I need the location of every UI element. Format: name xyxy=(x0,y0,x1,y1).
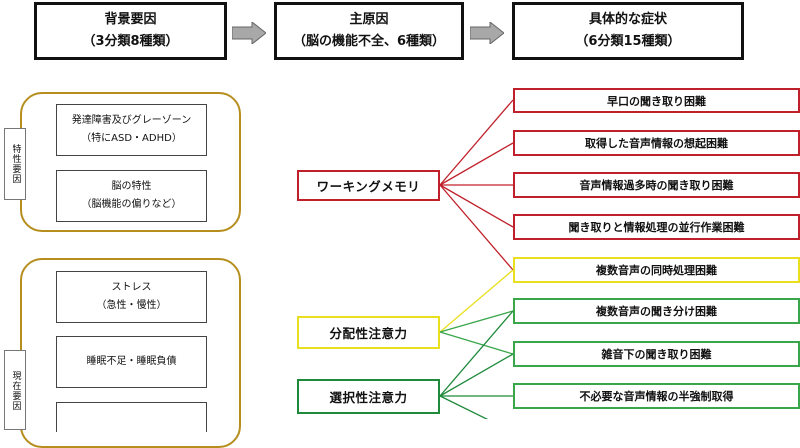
current-factors-tab: 現在要因 xyxy=(4,350,26,430)
factor-line2: （急性・慢性） xyxy=(96,300,167,311)
memory-connectors xyxy=(439,99,514,271)
header-background-title: 背景要因 xyxy=(104,12,157,27)
connector-lines xyxy=(439,99,514,419)
divided-green-connectors xyxy=(439,310,514,355)
symptom-item: 取得した音声情報の想起困難 xyxy=(513,130,800,156)
connector-memory-1 xyxy=(439,99,514,186)
connector-memory-4 xyxy=(439,184,514,228)
factor-line2: （特にASD・ADHD） xyxy=(81,133,182,144)
symptom-label: 不必要な音声情報の半強制取得 xyxy=(579,390,734,403)
connector-divided-2 xyxy=(439,310,514,333)
connector-memory-2 xyxy=(439,142,514,186)
cause-label: 選択性注意力 xyxy=(329,390,408,405)
symptom-label: 聞き取りと情報処理の並行作業困難 xyxy=(568,221,745,234)
trait-factors-tab: 特性要因 xyxy=(4,128,26,200)
header-symptoms: 具体的な症状 （6分類15種類） xyxy=(512,2,744,60)
connector-selective-4 xyxy=(439,395,489,419)
symptom-item: 早口の聞き取り困難 xyxy=(513,88,800,113)
connector-selective-1 xyxy=(439,310,514,397)
factor-line1: ストレス xyxy=(111,282,152,293)
symptom-item: 音声情報過多時の聞き取り困難 xyxy=(513,172,800,198)
factor-line2: （脳機能の偏りなど） xyxy=(81,199,182,210)
right-arrow-icon xyxy=(232,22,266,44)
cause-divided-attention: 分配性注意力 xyxy=(297,316,440,349)
header-background-subtitle: （3分類8種類） xyxy=(82,34,179,49)
current-factors-tab-label: 現在要因 xyxy=(10,371,21,411)
connector-memory-5 xyxy=(439,184,514,271)
header-main-cause-subtitle: （脳の機能不全、6種類） xyxy=(292,34,446,49)
trait-factors-tab-label: 特性要因 xyxy=(10,144,21,184)
selective-connectors xyxy=(439,310,514,419)
divided-connectors xyxy=(439,269,514,333)
header-background-factors: 背景要因 （3分類8種類） xyxy=(34,2,227,60)
cause-label: ワーキングメモリ xyxy=(316,179,421,194)
connector-divided-3 xyxy=(439,331,514,355)
factor-sleep-deprivation: 睡眠不足・睡眠負債 xyxy=(56,336,207,388)
symptom-label: 複数音声の聞き分け困難 xyxy=(596,305,717,318)
symptom-item: 複数音声の聞き分け困難 xyxy=(513,298,800,324)
symptom-label: 音声情報過多時の聞き取り困難 xyxy=(579,179,734,192)
connector-selective-2 xyxy=(439,353,514,397)
header-symptoms-title: 具体的な症状 xyxy=(588,12,667,27)
factor-line1: 睡眠不足・睡眠負債 xyxy=(86,356,177,367)
header-symptoms-subtitle: （6分類15種類） xyxy=(575,34,681,49)
cause-working-memory: ワーキングメモリ xyxy=(297,170,440,201)
factor-line1: 脳の特性 xyxy=(111,181,152,192)
factor-brain-traits: 脳の特性 （脳機能の偏りなど） xyxy=(56,170,207,222)
symptom-item: 雑音下の聞き取り困難 xyxy=(513,341,800,367)
factor-developmental-disorder: 発達障害及びグレーゾーン （特にASD・ADHD） xyxy=(56,104,207,156)
cause-label: 分配性注意力 xyxy=(329,326,408,341)
header-main-cause-title: 主原因 xyxy=(349,12,389,27)
factor-line1: 発達障害及びグレーゾーン xyxy=(71,115,192,126)
factor-partial xyxy=(56,402,207,432)
symptom-label: 雑音下の聞き取り困難 xyxy=(601,348,712,361)
cause-selective-attention: 選択性注意力 xyxy=(297,379,440,414)
connector-divided-1 xyxy=(439,269,514,333)
symptom-item: 複数音声の同時処理困難 xyxy=(513,257,800,283)
symptom-item: 聞き取りと情報処理の並行作業困難 xyxy=(513,214,800,240)
right-arrow-icon xyxy=(470,22,504,44)
factor-stress: ストレス （急性・慢性） xyxy=(56,271,207,323)
symptom-label: 複数音声の同時処理困難 xyxy=(596,264,717,277)
symptom-label: 早口の聞き取り困難 xyxy=(607,94,706,108)
symptom-label: 取得した音声情報の想起困難 xyxy=(585,137,728,150)
symptom-item: 不必要な音声情報の半強制取得 xyxy=(513,383,800,409)
header-main-cause: 主原因 （脳の機能不全、6種類） xyxy=(274,2,464,60)
